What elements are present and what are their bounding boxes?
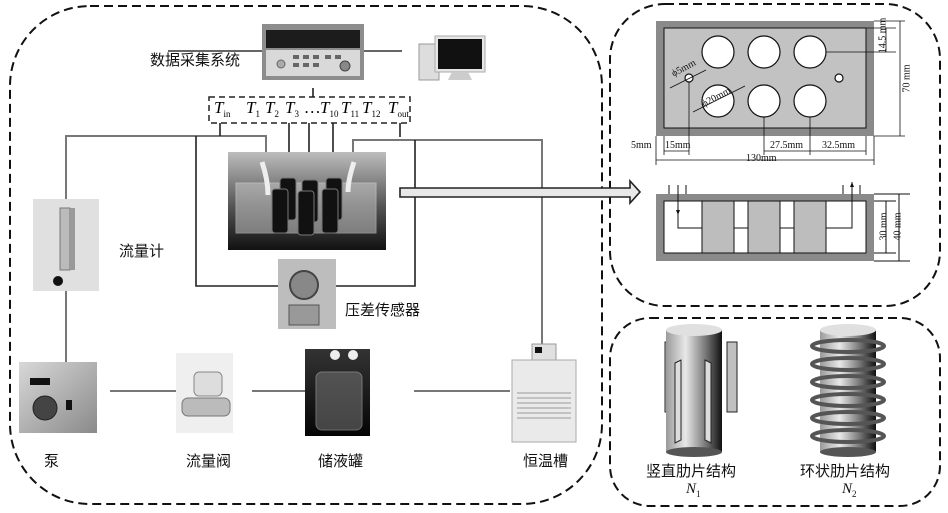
pressure-sensor-photo [278,259,336,329]
vertical-fin-label: 竖直肋片结构 [646,462,737,480]
flow-valve-label: 流量阀 [186,452,232,470]
thermostat-photo [511,343,577,443]
pump-photo [19,362,97,433]
dim-wall: 5mm [631,140,652,151]
thermocouple-label: T10 [320,98,339,119]
annular-fin-cylinder [810,324,886,457]
computer-photo [418,35,486,81]
fin-frame [609,317,941,507]
test-section-photo [228,152,386,250]
dim-total-height: 70 mm [901,64,913,93]
detail-arrow [399,178,642,206]
dim-edge: 32.5mm [822,140,856,151]
thermocouple-label: T3 [285,98,299,119]
thermocouple-box [208,96,411,124]
thermocouple-label: Tin [214,98,231,119]
vertical-fin-symbol: N1 [686,481,701,499]
holes [684,35,844,118]
annular-fin-ring [810,428,886,444]
annular-fin-symbol: N2 [842,481,857,499]
flowmeter-photo [33,199,99,291]
piping [65,135,543,392]
top-view-drawing [655,20,905,165]
flowmeter-label: 流量计 [119,242,165,260]
pump-label: 泵 [44,452,60,470]
thermocouple-label: … [305,98,321,117]
annular-fin-label: 环状肋片结构 [800,462,891,480]
thermocouple-label: T1 [246,98,260,119]
thermocouple-label: T11 [341,98,360,119]
dim-offset: 15mm [665,140,691,151]
thermostat-label: 恒温槽 [523,452,569,470]
thermocouple-label: T2 [265,98,279,119]
annular-fin-ring [810,410,886,426]
side-view-drawing [656,182,910,262]
data-acquisition-label: 数据采集系统 [150,51,241,69]
geometry-frame [609,3,941,307]
setup-frame [9,5,603,505]
annular-fin-ring [810,392,886,408]
annular-fin-ring [810,356,886,372]
thermocouple-label: Tout [388,98,409,119]
dim-outer-depth: 40 mm [892,212,904,241]
reservoir-photo [305,349,370,436]
vertical-fin-cylinder [664,324,738,457]
pressure-sensor-label: 压差传感器 [345,301,421,319]
dim-inner-depth: 30 mm [878,212,890,241]
thermocouple-label: T12 [362,98,381,119]
dim-pitch: 27.5mm [770,140,804,151]
reservoir-label: 储液罐 [318,452,364,470]
data-logger-photo [262,24,364,80]
annular-fin-ring [810,338,886,354]
dim-length: 130mm [746,153,777,164]
flow-valve-photo [176,353,233,433]
dim-fin-height: 14.5 mm [877,17,889,54]
annular-fin-ring [810,374,886,390]
